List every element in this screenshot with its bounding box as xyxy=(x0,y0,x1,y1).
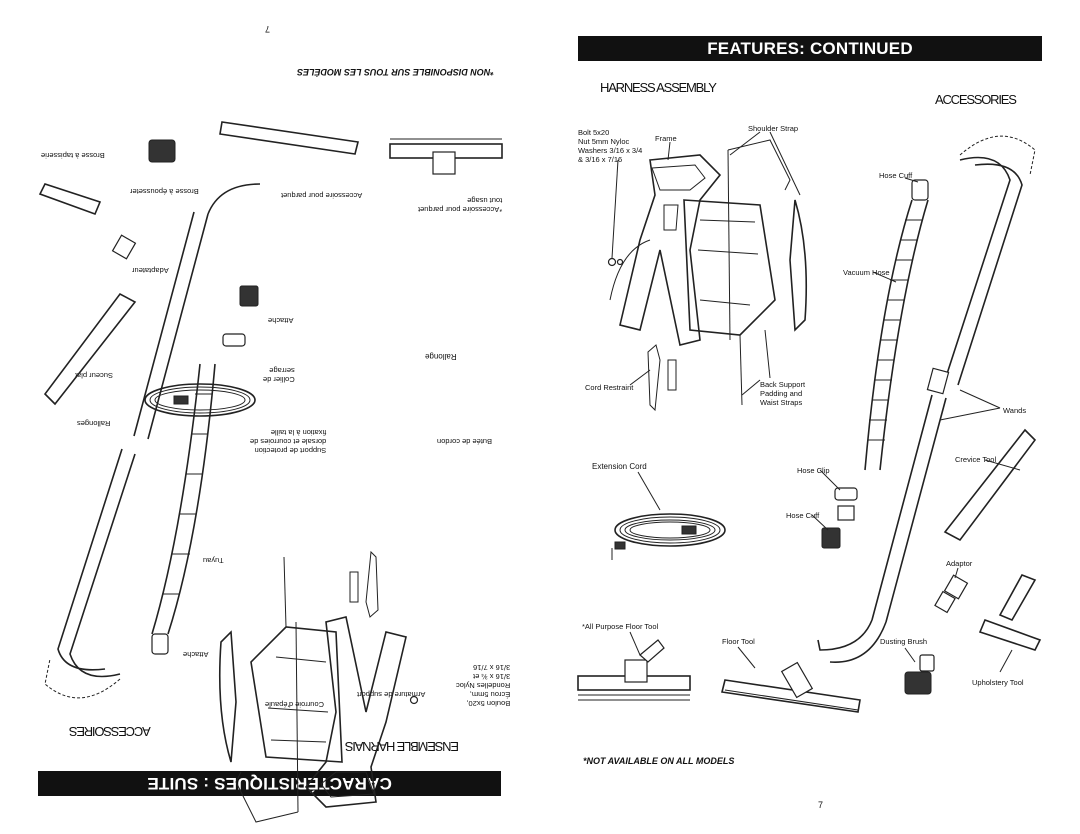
crevice-tool-label: Crevice Tool xyxy=(955,455,997,464)
floor-tool-drawing xyxy=(721,646,861,713)
wands-label: Wands xyxy=(1003,406,1027,415)
frame-label: Frame xyxy=(655,134,677,143)
vacuum-hose-label: Vacuum Hose xyxy=(843,268,890,277)
bolt-label: Bolt 5x20 Nut 5mm Nyloc Washers 3/16 x 3… xyxy=(578,128,643,164)
upholstery-tool-drawing xyxy=(978,574,1042,673)
dusting-brush-drawing xyxy=(904,647,935,695)
features-banner: FEATURES: CONTINUED xyxy=(578,36,1042,61)
hose-clip-label: Hose Clip xyxy=(797,466,830,475)
harness-frame-drawing xyxy=(607,131,808,412)
accessories-heading: ACCESSORIES xyxy=(935,92,1017,107)
dusting-brush-label: Dusting Brush xyxy=(880,637,928,646)
hose-and-wands-drawing xyxy=(811,135,1036,663)
extension-cord-drawing xyxy=(611,471,726,560)
all-purpose-floor-tool-drawing xyxy=(577,631,691,701)
harness-assembly-heading: HARNESS ASSEMBLY xyxy=(600,80,717,95)
back-support-label: Back Support Padding and Waist Straps xyxy=(760,380,806,407)
adaptor-label: Adaptor xyxy=(946,559,973,568)
left-illustrations xyxy=(38,121,503,823)
cord-restraint-label: Cord Restraint xyxy=(585,383,634,392)
upholstery-tool-label: Upholstery Tool xyxy=(972,678,1024,687)
shoulder-strap-label: Shoulder Strap xyxy=(748,124,799,133)
all-purpose-floor-tool-label: *All Purpose Floor Tool xyxy=(582,622,659,631)
page-number-right: 7 xyxy=(818,800,824,810)
floor-tool-label: Floor Tool xyxy=(722,637,755,646)
hose-cuff-top-label: Hose Cuff xyxy=(879,171,913,180)
extension-cord-label: Extension Cord xyxy=(592,462,647,471)
adaptor-drawing xyxy=(934,567,969,614)
right-illustrations xyxy=(577,131,1042,713)
not-available-footnote: *NOT AVAILABLE ON ALL MODELS xyxy=(583,756,735,766)
crevice-tool-drawing xyxy=(943,428,1037,542)
